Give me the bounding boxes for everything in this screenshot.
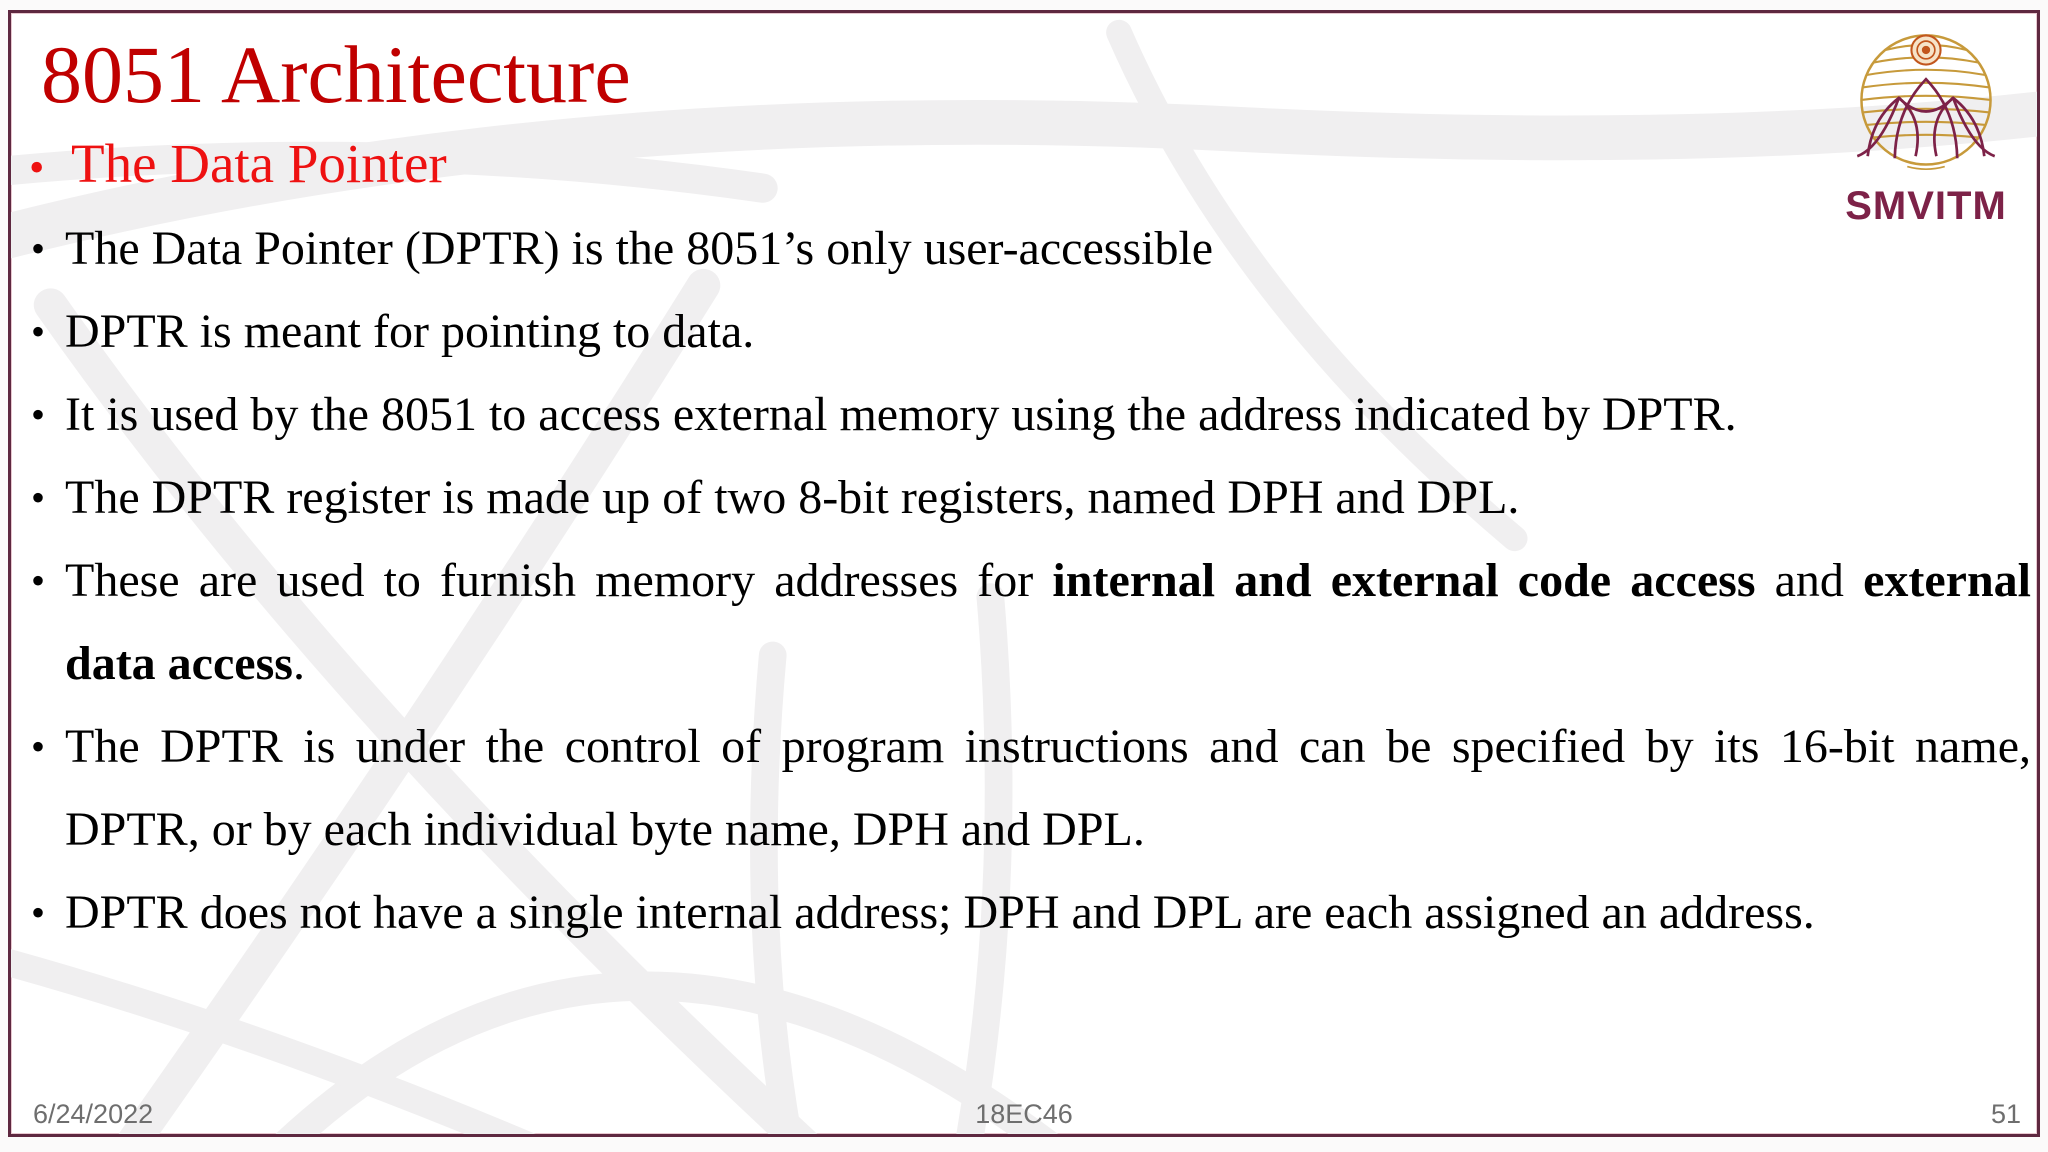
footer: 6/24/2022 18EC46 51 bbox=[11, 1094, 2037, 1130]
logo-emblem-icon bbox=[1856, 34, 1996, 171]
bullet-list: • The Data Pointer (DPTR) is the 8051’s … bbox=[23, 207, 2031, 954]
bullet-text: It is used by the 8051 to access externa… bbox=[65, 388, 1737, 441]
bullet-text-segment: These are used to furnish memory address… bbox=[65, 554, 1053, 607]
bullet-item: • DPTR is meant for pointing to data. bbox=[23, 290, 2031, 373]
lead-bullet-text: The Data Pointer bbox=[71, 133, 447, 194]
bullet-text-segment: . bbox=[292, 637, 305, 690]
slide-title: 8051 Architecture bbox=[41, 29, 631, 120]
slide-content: 8051 Architecture • The Data Pointer • T… bbox=[11, 13, 2037, 954]
lead-bullet: • The Data Pointer bbox=[23, 131, 2031, 201]
slide: SMVITM 8051 Architecture • The Data Poin… bbox=[8, 10, 2040, 1137]
bullet-item: • These are used to furnish memory addre… bbox=[23, 539, 2031, 705]
logo-lotus-petals bbox=[1856, 77, 1996, 159]
bullet-item: • The DPTR register is made up of two 8-… bbox=[23, 456, 2031, 539]
bullet-item: • The DPTR is under the control of progr… bbox=[23, 705, 2031, 871]
bullet-text-bold: internal and external code access bbox=[1052, 554, 1756, 607]
bullet-text: The DPTR register is made up of two 8-bi… bbox=[65, 471, 1520, 524]
bullet-marker: • bbox=[31, 309, 46, 354]
bullet-marker: • bbox=[31, 724, 46, 769]
bullet-marker: • bbox=[31, 226, 46, 271]
footer-date: 6/24/2022 bbox=[33, 1099, 154, 1129]
bullet-marker: • bbox=[29, 143, 45, 192]
bullet-text-bold: external data access bbox=[65, 554, 2032, 690]
bullet-text: DPTR does not have a single internal add… bbox=[65, 886, 1815, 939]
bullet-marker: • bbox=[31, 392, 46, 437]
bullet-marker: • bbox=[31, 475, 46, 520]
bullet-item: • It is used by the 8051 to access exter… bbox=[23, 373, 2031, 456]
logo-label: SMVITM bbox=[1845, 184, 2007, 228]
footer-page-number: 51 bbox=[1990, 1099, 2021, 1129]
smvitm-logo: SMVITM bbox=[1841, 25, 2011, 229]
footer-course-code: 18EC46 bbox=[975, 1099, 1073, 1129]
bullet-text: The DPTR is under the control of program… bbox=[65, 720, 2031, 856]
bullet-item: • The Data Pointer (DPTR) is the 8051’s … bbox=[23, 207, 2031, 290]
bullet-item: • DPTR does not have a single internal a… bbox=[23, 871, 2031, 954]
bullet-text-segment: and bbox=[1755, 554, 1864, 607]
bullet-text: The Data Pointer (DPTR) is the 8051’s on… bbox=[65, 222, 1214, 275]
bullet-marker: • bbox=[31, 890, 46, 935]
logo-sun-icon bbox=[1910, 34, 1942, 66]
bullet-text: DPTR is meant for pointing to data. bbox=[65, 305, 755, 358]
bullet-marker: • bbox=[31, 558, 46, 603]
bullet-text: These are used to furnish memory address… bbox=[65, 539, 2031, 705]
